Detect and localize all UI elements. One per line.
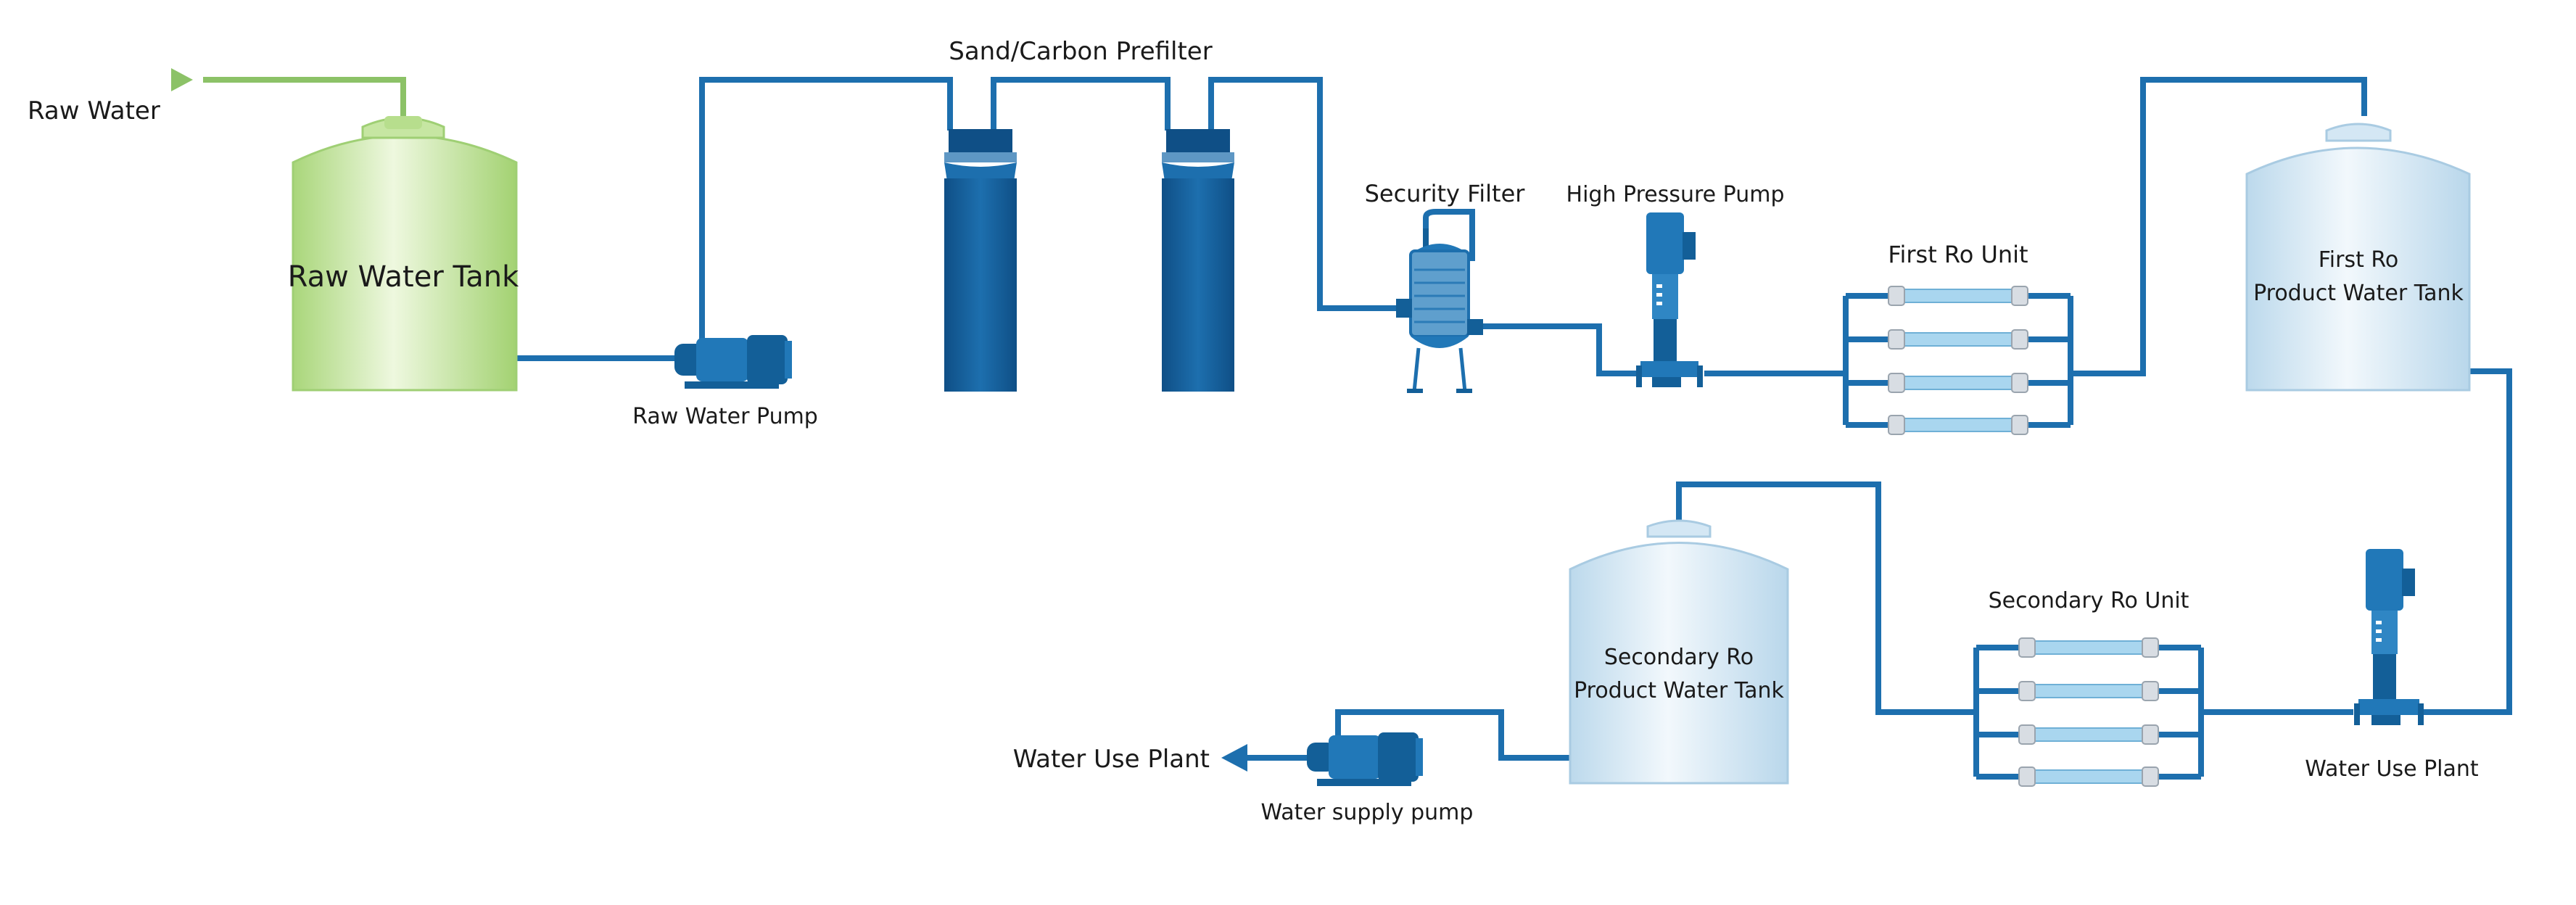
water-use-plant-outlet-arrow	[1221, 744, 1247, 772]
secondary-ro-membrane-2	[2018, 681, 2159, 701]
pipe-first-ro-to-tank	[2071, 77, 2367, 376]
first-ro-unit-label: First Ro Unit	[1888, 241, 2028, 268]
pipe-tank-to-supply-pump	[1335, 709, 1570, 761]
raw-water-inlet-pipe	[203, 77, 406, 116]
raw-water-pump	[674, 335, 792, 389]
secondary-ro-membrane-3	[2018, 724, 2159, 745]
pipe-security-to-hppump	[1479, 323, 1639, 376]
first-ro-membrane-3	[1888, 373, 2028, 393]
high-pressure-pump-label: High Pressure Pump	[1566, 182, 1785, 207]
secondary-ro-tank-label-line2: Product Water Tank	[1574, 678, 1784, 703]
security-filter-label: Security Filter	[1365, 180, 1526, 207]
pipe-network	[203, 77, 2512, 761]
secondary-feed-pump	[2354, 549, 2424, 725]
first-ro-product-water-tank	[2245, 123, 2471, 392]
pipe-prefilter-link	[991, 77, 1171, 131]
pipe-pump-to-prefilter	[699, 77, 953, 341]
water-supply-pump	[1307, 732, 1423, 786]
raw-water-tank-label: Raw Water Tank	[288, 260, 519, 294]
first-ro-membrane-4	[1888, 415, 2028, 435]
water-use-plant-left-label: Water Use Plant	[1013, 745, 1210, 774]
first-ro-tank-label-line2: Product Water Tank	[2253, 281, 2464, 306]
secondary-ro-unit	[1973, 637, 2204, 787]
sand-carbon-prefilter-label: Sand/Carbon Prefilter	[949, 37, 1212, 66]
secondary-ro-tank-label-line1: Secondary Ro	[1604, 645, 1754, 670]
water-supply-pump-label: Water supply pump	[1261, 800, 1474, 825]
raw-water-pump-label: Raw Water Pump	[632, 404, 818, 429]
first-ro-membrane-2	[1888, 329, 2028, 350]
pipe-secondary-ro-to-tank	[1676, 482, 1976, 715]
sand-carbon-prefilter-2	[1162, 129, 1234, 392]
sand-carbon-prefilter-1	[944, 129, 1017, 392]
first-ro-tank-label-line1: First Ro	[2319, 247, 2399, 273]
secondary-ro-unit-label: Secondary Ro Unit	[1989, 588, 2189, 613]
first-ro-membrane-1	[1888, 286, 2028, 306]
secondary-ro-product-water-tank	[1569, 519, 1789, 785]
secondary-ro-membrane-1	[2018, 637, 2159, 658]
pipe-prefilter-to-security	[1208, 77, 1396, 311]
secondary-ro-membrane-4	[2018, 766, 2159, 787]
first-ro-unit	[1843, 286, 2073, 435]
raw-water-inlet-arrow	[171, 68, 193, 91]
high-pressure-pump	[1636, 212, 1703, 387]
raw-water-tank	[292, 116, 518, 392]
security-filter	[1396, 209, 1483, 393]
water-use-plant-right-label: Water Use Plant	[2305, 756, 2479, 782]
pipe-first-tank-to-pump	[2422, 368, 2512, 715]
raw-water-label: Raw Water	[28, 96, 160, 125]
